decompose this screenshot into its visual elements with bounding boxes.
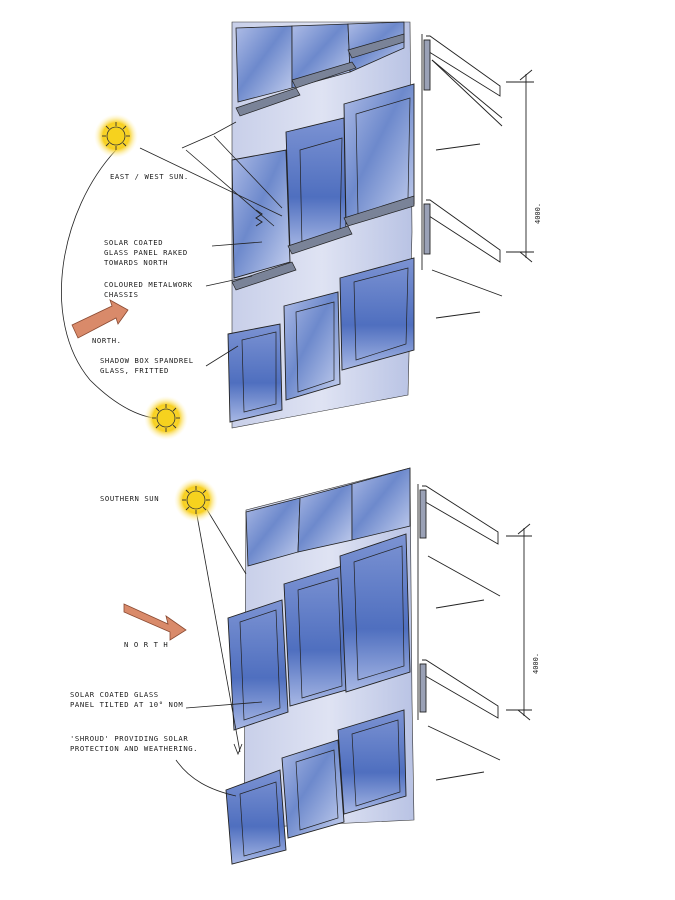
dimension-top: 4000. bbox=[534, 202, 542, 224]
north-arrow-bottom bbox=[123, 603, 187, 641]
bottom-facade bbox=[123, 467, 532, 865]
chassis-label-2: CHASSIS bbox=[104, 290, 139, 299]
solar-panel-label-3: TOWARDS NORTH bbox=[104, 258, 169, 267]
north-label-top: NORTH. bbox=[92, 336, 122, 345]
east-west-sun-label: EAST / WEST SUN. bbox=[110, 172, 189, 181]
tilted-panel-label-2: PANEL TILTED AT 10° NOM bbox=[70, 700, 184, 709]
shroud-label-1: 'SHROUD' PROVIDING SOLAR bbox=[70, 734, 189, 743]
solar-panel-label-1: SOLAR COATED bbox=[104, 238, 164, 247]
north-label-bottom: N O R T H bbox=[124, 640, 169, 649]
southern-sun-label: SOUTHERN SUN bbox=[100, 494, 160, 503]
tilted-panel-label-1: SOLAR COATED GLASS bbox=[70, 690, 159, 699]
sun-icon-east bbox=[94, 114, 138, 158]
sun-icon-south bbox=[174, 478, 218, 522]
shroud-label-2: PROTECTION AND WEATHERING. bbox=[70, 744, 199, 753]
north-arrow-top bbox=[71, 299, 129, 339]
spandrel-label-1: SHADOW BOX SPANDREL bbox=[100, 356, 194, 365]
chassis-label-1: COLOURED METALWORK bbox=[104, 280, 193, 289]
solar-panel-label-2: GLASS PANEL RAKED bbox=[104, 248, 188, 257]
spandrel-label-2: GLASS, FRITTED bbox=[100, 366, 169, 375]
dimension-bottom: 4000. bbox=[532, 652, 540, 674]
sun-icon-west bbox=[144, 396, 188, 440]
top-facade bbox=[61, 21, 534, 440]
